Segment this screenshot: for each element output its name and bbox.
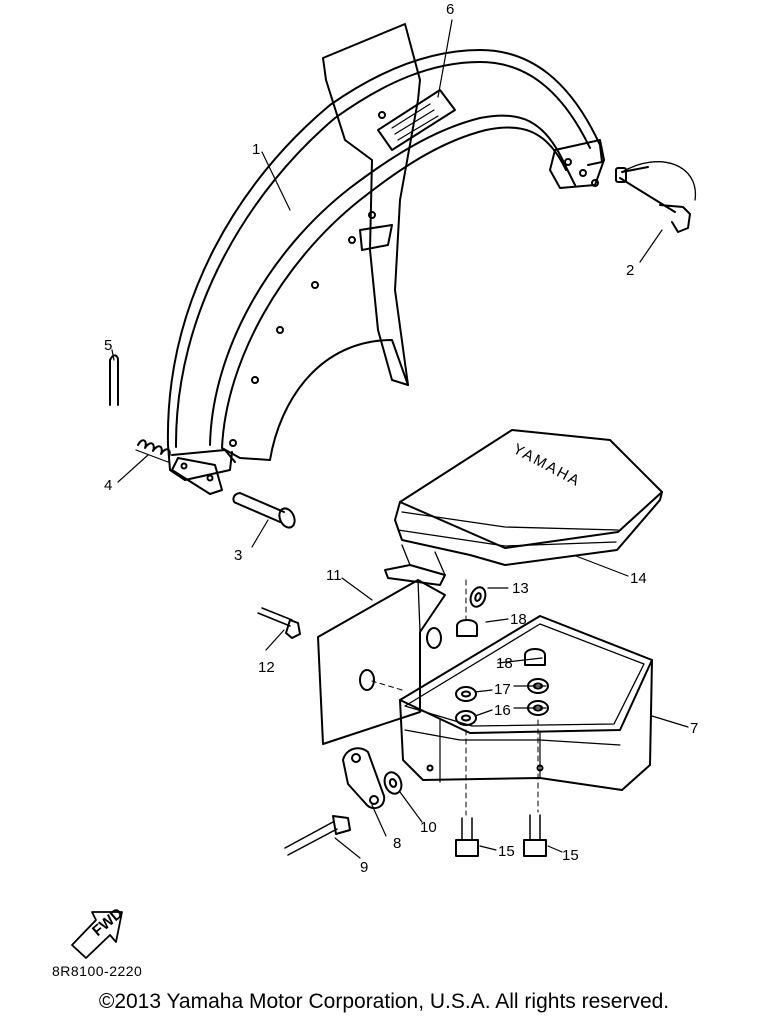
callout-6: 6	[446, 1, 454, 18]
callout-1: 1	[252, 141, 260, 158]
callout-5: 5	[104, 337, 112, 354]
screw-12	[257, 607, 301, 639]
callout-7: 7	[690, 720, 698, 737]
fender-chain-case	[166, 23, 605, 495]
callout-16: 16	[494, 702, 511, 719]
fwd-arrow-icon: FWD	[71, 905, 126, 959]
callout-4: 4	[104, 477, 112, 494]
battery-case	[399, 615, 653, 791]
copyright-notice: ©2013 Yamaha Motor Corporation, U.S.A. A…	[98, 990, 670, 1013]
fasteners	[455, 619, 549, 726]
rivet-9	[284, 815, 351, 856]
bolts-15	[455, 814, 547, 857]
washer-10	[383, 771, 403, 795]
battery-cover	[384, 429, 663, 586]
callout-18b: 18	[496, 655, 513, 672]
washer	[469, 586, 487, 608]
svg-text:FWD: FWD	[89, 905, 126, 940]
callout-3: 3	[234, 547, 242, 564]
callout-17: 17	[494, 681, 511, 698]
callout-12: 12	[258, 659, 275, 676]
callout-11: 11	[326, 567, 342, 584]
pivot-pin	[232, 492, 296, 529]
callout-2: 2	[626, 262, 634, 279]
callout-14: 14	[630, 570, 647, 587]
callout-15b: 15	[562, 847, 579, 864]
callout-18a: 18	[510, 611, 527, 628]
callout-9: 9	[360, 859, 368, 876]
callout-15a: 15	[498, 843, 515, 860]
callout-13: 13	[512, 580, 529, 597]
spring	[135, 439, 171, 463]
assembly-lines	[371, 579, 539, 816]
cotter-pin	[109, 354, 119, 406]
battery-plate	[317, 579, 446, 745]
callout-8: 8	[393, 835, 401, 852]
cover-emboss: YAMAHA	[510, 441, 584, 491]
callout-10: 10	[420, 819, 437, 836]
bracket	[342, 747, 386, 810]
decal	[377, 89, 456, 151]
callouts: 1 2 3 4 5 6 7 8 9 10 11 12 13 14 15 15 1…	[104, 1, 698, 876]
leader-lines	[111, 19, 689, 859]
snap-pin	[615, 161, 696, 233]
part-number: 8R8100-2220	[52, 963, 142, 979]
